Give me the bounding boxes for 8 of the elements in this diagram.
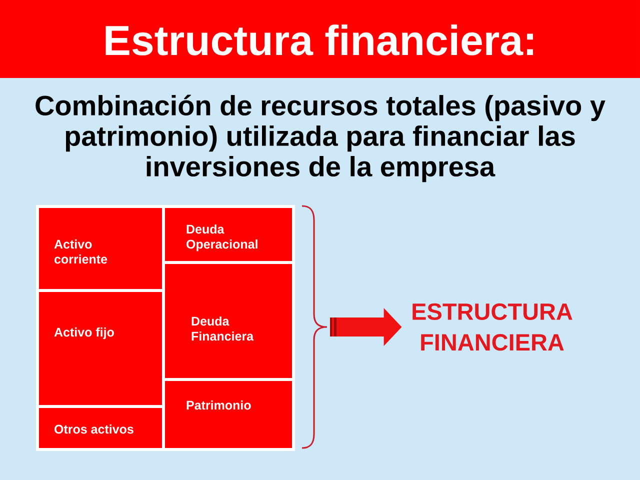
subtitle: Combinación de recursos totales (pasivo y patrimonio) utilizada para financiar las inversiones de la empresa bbox=[36, 94, 606, 182]
account-box: Patrimonio bbox=[162, 378, 295, 451]
account-box: Otros activos bbox=[36, 405, 165, 451]
curly-brace bbox=[302, 205, 328, 449]
account-box: Activo corriente bbox=[36, 205, 165, 292]
account-box: Deuda Operacional bbox=[162, 205, 295, 264]
title-banner: Estructura financiera: bbox=[0, 0, 640, 78]
highlight-text: ESTRUCTURA FINANCIERA bbox=[412, 303, 572, 351]
